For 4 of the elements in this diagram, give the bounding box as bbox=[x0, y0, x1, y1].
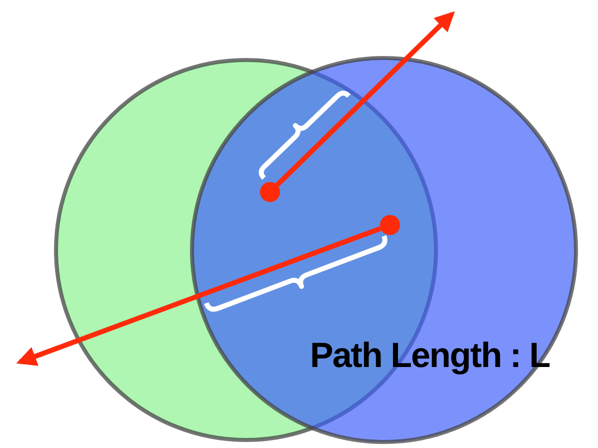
path-length-label: Path Length : L bbox=[310, 335, 550, 377]
arrow bbox=[16, 226, 382, 366]
arrow bbox=[275, 11, 455, 187]
circle bbox=[190, 56, 578, 444]
